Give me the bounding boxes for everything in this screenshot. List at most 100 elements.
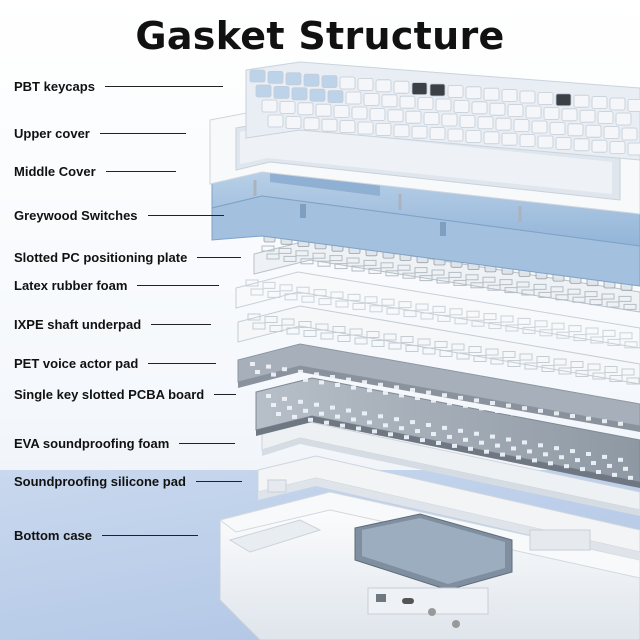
keycap: [267, 114, 284, 128]
leader-line: [151, 323, 212, 325]
grid-cell: [368, 267, 382, 274]
grid-cell: [371, 340, 385, 347]
grid-cell: [451, 343, 465, 351]
hole: [612, 472, 617, 477]
keycap: [555, 93, 572, 107]
leader-line: [147, 214, 224, 216]
label-pet-voice-actor-pad: PET voice actor pad: [14, 354, 217, 372]
keycap: [255, 84, 272, 98]
hole: [394, 417, 399, 422]
hole: [324, 420, 329, 425]
grid-cell: [448, 271, 462, 278]
keycap: [285, 116, 302, 129]
grid-cell: [485, 348, 499, 356]
hole: [404, 435, 409, 440]
grid-cell: [437, 314, 451, 322]
hole: [378, 382, 383, 387]
keycap: [609, 141, 626, 155]
hole: [314, 402, 319, 407]
grid-cell: [538, 291, 552, 298]
hole: [559, 455, 564, 460]
hole: [607, 427, 612, 432]
label-text: Latex rubber foam: [14, 277, 128, 293]
grid-cell: [500, 315, 514, 323]
keycap: [417, 97, 434, 110]
hole: [522, 440, 527, 445]
hole: [554, 446, 559, 451]
grid-cell: [300, 258, 314, 265]
keycap: [303, 73, 320, 87]
leader-line: [137, 284, 220, 286]
hole: [538, 443, 543, 448]
label-latex-rubber-foam: Latex rubber foam: [14, 276, 220, 294]
keycap: [333, 105, 350, 118]
hole: [431, 432, 436, 436]
keycap: [603, 126, 620, 139]
label-bottom-case: Bottom case: [14, 526, 199, 544]
keycap: [267, 71, 284, 84]
hole: [463, 403, 468, 408]
label-eva-soundproofing-foam: EVA soundproofing foam: [14, 434, 236, 452]
grid-cell: [567, 288, 581, 295]
label-slotted-pc-positioning-plate: Slotted PC positioning plate: [14, 248, 242, 266]
hole: [388, 432, 393, 437]
grid-cell: [585, 327, 599, 335]
keycap: [351, 106, 368, 120]
grid-cell: [431, 269, 445, 276]
grid-cell: [402, 272, 416, 279]
keycap: [561, 108, 578, 122]
grid-cell: [269, 325, 283, 332]
leader-line: [148, 362, 217, 364]
hole: [410, 420, 415, 425]
hole: [479, 406, 484, 411]
keycap: [585, 124, 602, 138]
keycap: [537, 135, 554, 149]
keycap: [501, 132, 518, 146]
grid-cell: [283, 255, 297, 262]
pcba-board-shape: [255, 377, 640, 488]
grid-cell: [262, 281, 276, 289]
hole: [474, 431, 479, 436]
keycap: [465, 129, 482, 143]
grid-cell: [245, 279, 259, 287]
grid-cell: [621, 368, 635, 376]
keycap: [423, 112, 440, 125]
grid-cell: [400, 336, 414, 343]
keycap: [327, 90, 344, 103]
grid-cell: [456, 352, 470, 360]
grid-cell: [286, 327, 300, 335]
hole: [511, 446, 516, 451]
hole: [463, 437, 468, 442]
hole: [255, 370, 260, 374]
hole: [436, 441, 441, 445]
grid-cell: [556, 331, 570, 339]
hole: [506, 403, 511, 408]
grid-cell: [337, 335, 351, 342]
grid-cell: [415, 303, 429, 311]
label-text: Slotted PC positioning plate: [14, 249, 188, 265]
hole: [287, 405, 292, 410]
grid-cell: [386, 307, 400, 315]
grid-cell: [363, 259, 377, 266]
grid-cell: [607, 338, 621, 346]
grid-cell: [541, 365, 555, 372]
hole: [351, 417, 356, 422]
grid-cell: [558, 367, 572, 375]
keycap: [453, 100, 470, 113]
grid-cell: [624, 341, 638, 349]
grid-cell: [499, 279, 513, 286]
grid-cell: [352, 302, 366, 310]
grid-cell: [281, 318, 295, 326]
grid-cell: [284, 293, 298, 301]
grid-cell: [536, 356, 550, 363]
hole: [271, 372, 276, 377]
latex-rubber-foam-shape: [235, 271, 640, 349]
keycap: [381, 94, 398, 108]
label-text: Greywood Switches: [14, 207, 138, 223]
hole: [495, 443, 500, 448]
keycap: [483, 87, 500, 101]
keycap: [321, 75, 338, 88]
grid-cell: [604, 366, 618, 373]
hole: [330, 405, 335, 410]
label-text: Middle Cover: [14, 163, 96, 179]
